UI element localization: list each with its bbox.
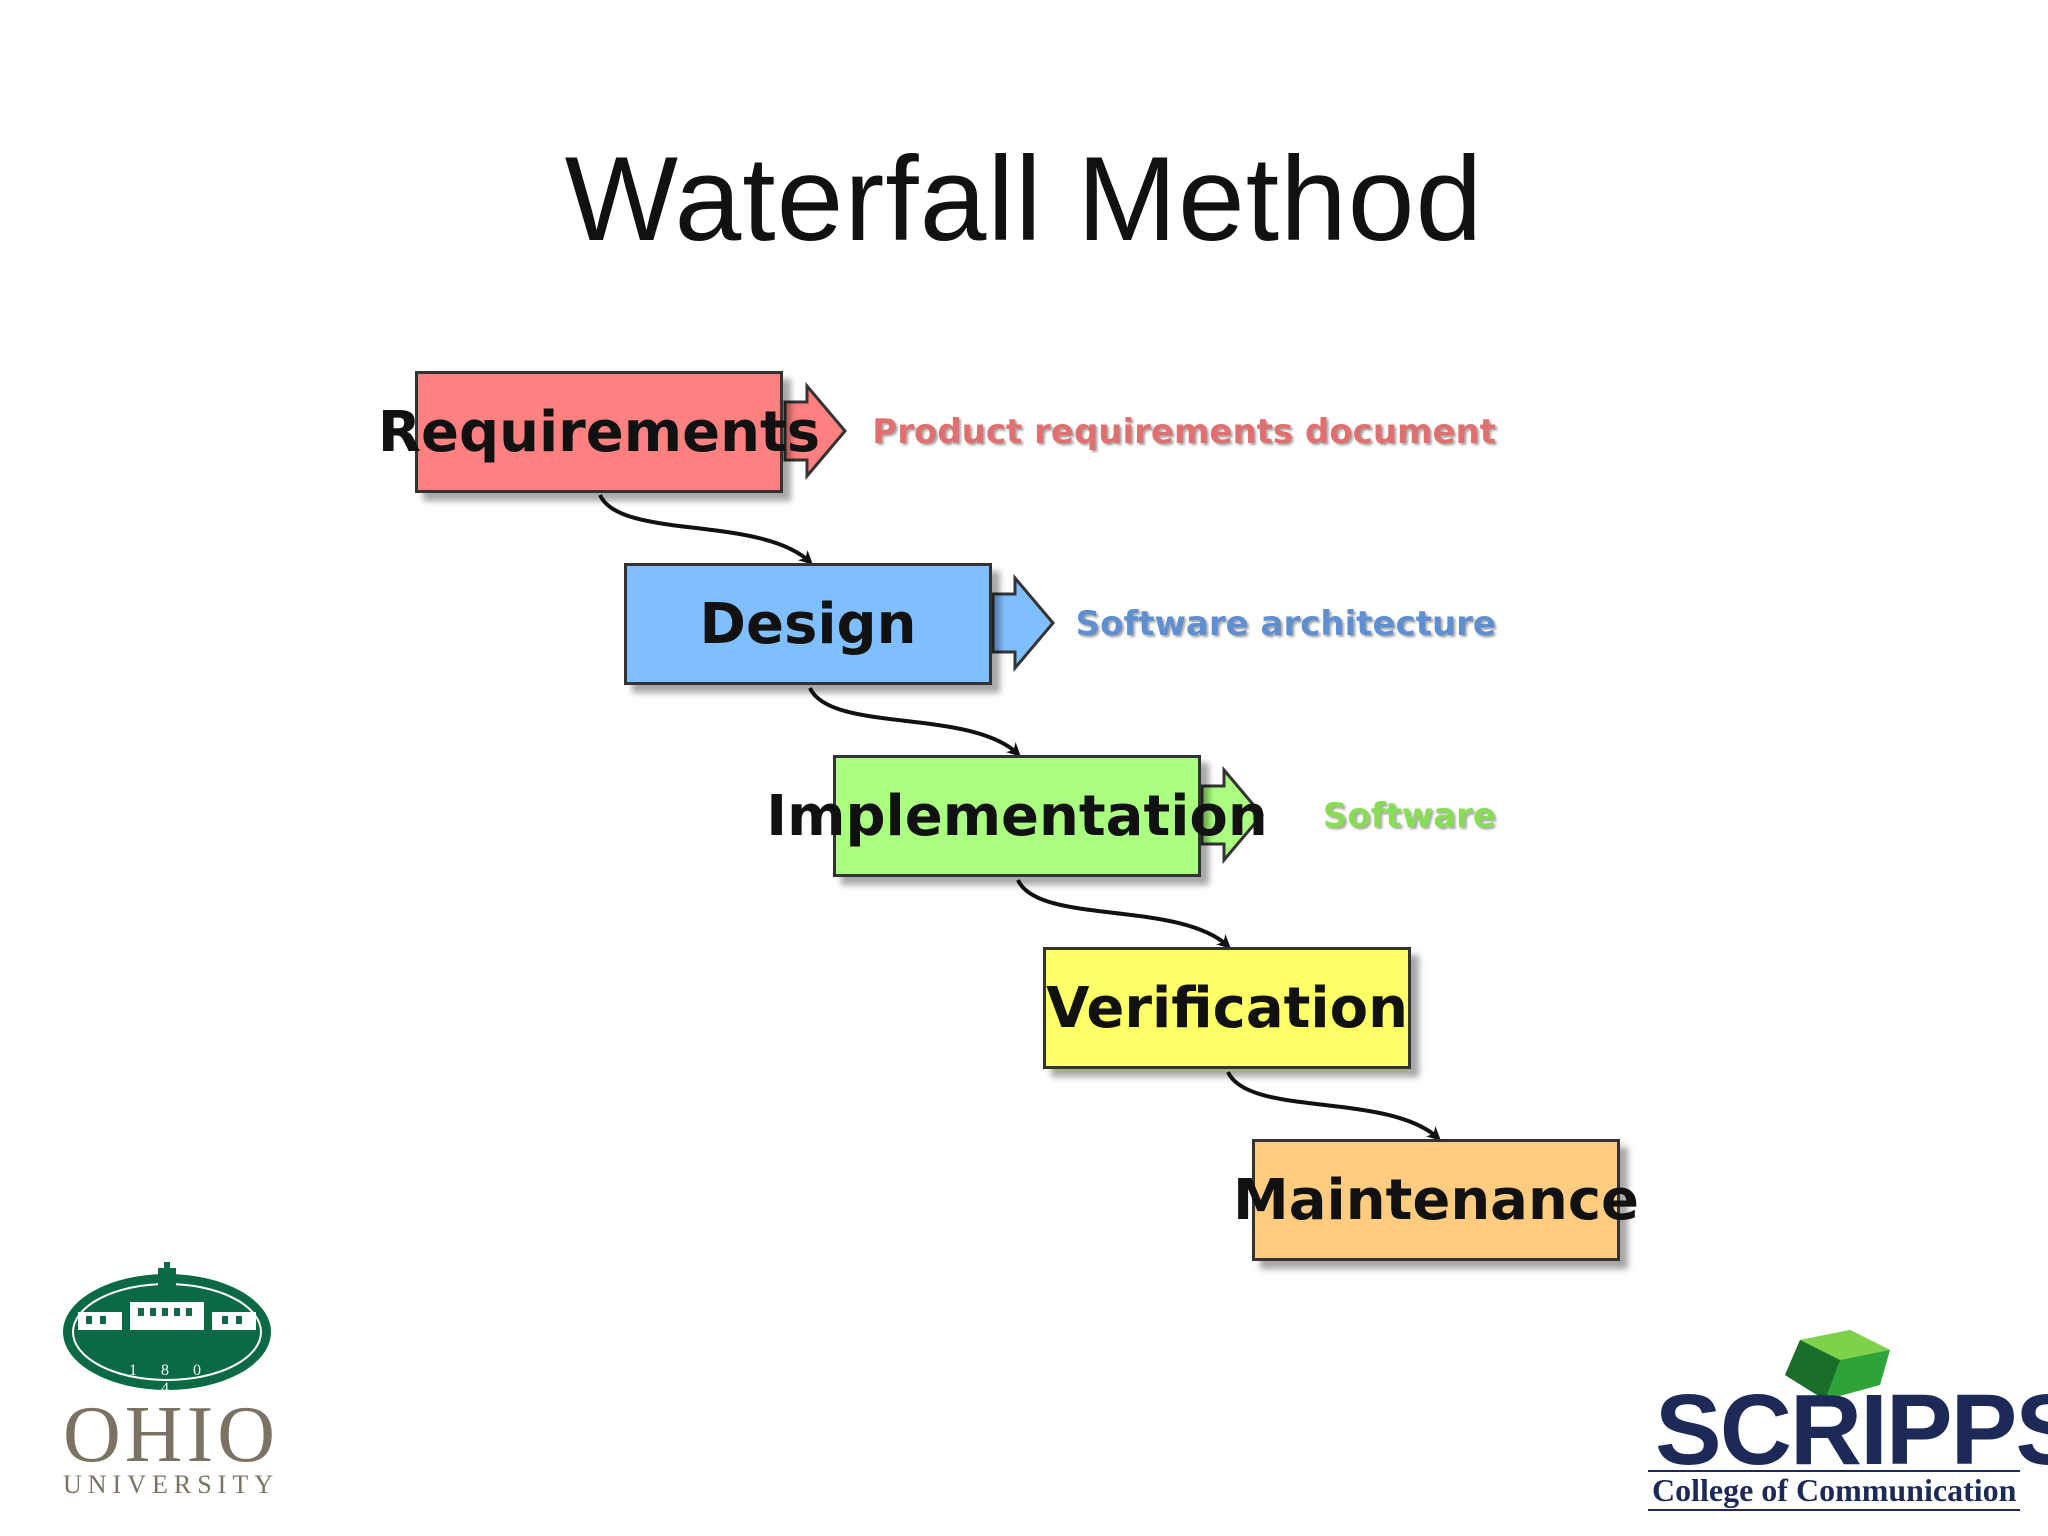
scripps-gem-icon (1785, 1330, 1890, 1400)
stage-label: Maintenance (1232, 1167, 1640, 1233)
ohio-university-seal-icon (63, 1262, 271, 1390)
stage-requirements: Requirements (378, 371, 820, 493)
connector-2 (808, 687, 1021, 757)
deliverable-requirements-document: Product requirements document (872, 412, 1496, 452)
stage-implementation: Implementation (766, 755, 1268, 877)
ohio-year: 1 8 0 4 (129, 1362, 211, 1397)
connector-4 (1226, 1071, 1441, 1141)
stage-label: Verification (1046, 975, 1408, 1041)
deliverable-software-architecture: Software architecture (1075, 604, 1496, 644)
scripps-logo-subtext: College of Communication (1648, 1470, 2021, 1511)
stage-design: Design (624, 563, 992, 685)
stage-label: Requirements (377, 399, 821, 465)
stage-maintenance: Maintenance (1233, 1139, 1639, 1261)
connector-1 (598, 494, 813, 565)
stage-verification: Verification (1043, 947, 1411, 1069)
ohio-logo-subtext: UNIVERSITY (63, 1470, 279, 1499)
deliverable-software: Software (1322, 796, 1496, 836)
output-arrow-design (991, 573, 1055, 673)
stage-label: Implementation (766, 783, 1268, 849)
slide-title: Waterfall Method (564, 132, 1484, 266)
connector-3 (1016, 879, 1231, 949)
ohio-logo-text: OHIO (63, 1391, 279, 1479)
scripps-logo-text: SCRIPPS (1655, 1374, 2048, 1486)
stage-label: Design (699, 591, 917, 657)
